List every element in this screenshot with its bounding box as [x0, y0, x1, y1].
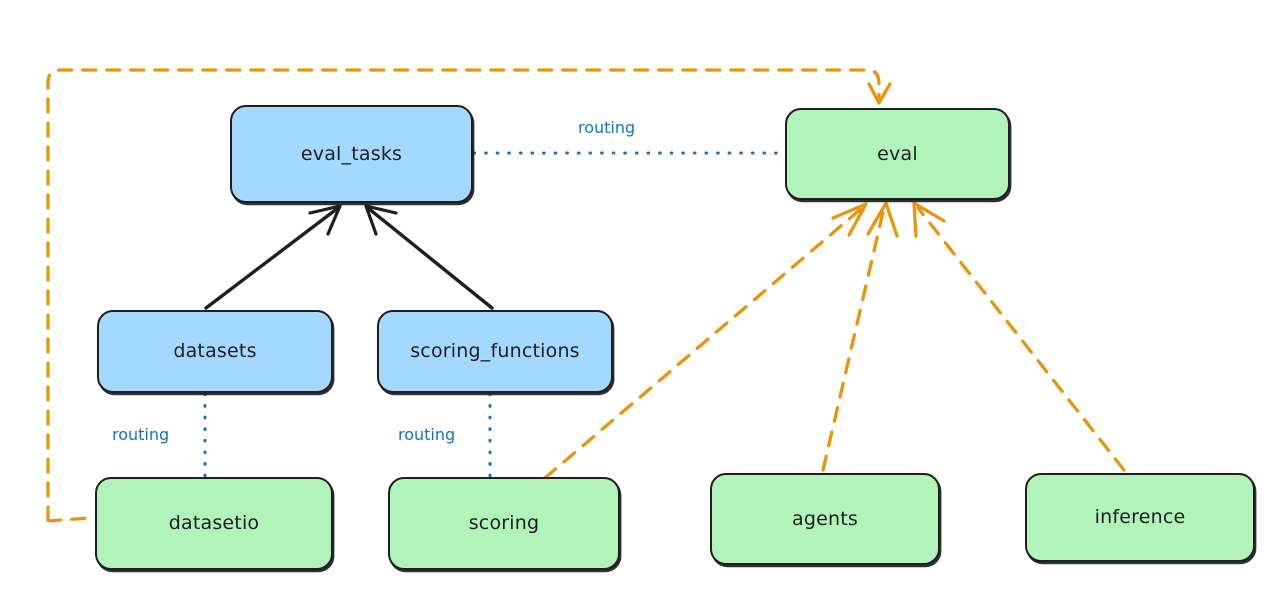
edge-label-routing-eval: routing [578, 118, 636, 137]
edge-scoring_functions-to-eval_tasks [364, 204, 494, 310]
edge-inference-to-eval [912, 201, 1126, 472]
node-inference[interactable]: inference [1025, 473, 1255, 562]
node-eval_tasks[interactable]: eval_tasks [230, 105, 473, 203]
node-scoring[interactable]: scoring [388, 477, 620, 570]
edge-datasets-to-eval_tasks [204, 204, 342, 310]
edge-label-routing-datasets: routing [112, 425, 170, 444]
node-datasets[interactable]: datasets [97, 310, 333, 393]
node-label-scoring_functions: scoring_functions [410, 340, 580, 363]
node-label-agents: agents [792, 507, 858, 530]
node-datasetio[interactable]: datasetio [95, 477, 333, 570]
edge-agents-to-eval [821, 201, 899, 472]
edge-label-routing-scoring: routing [398, 425, 456, 444]
node-label-scoring: scoring [468, 512, 540, 535]
node-agents[interactable]: agents [710, 473, 940, 565]
node-scoring_functions[interactable]: scoring_functions [377, 310, 613, 393]
node-eval[interactable]: eval [785, 108, 1010, 200]
node-label-datasetio: datasetio [168, 512, 260, 535]
node-label-eval: eval [877, 142, 918, 165]
node-label-inference: inference [1094, 506, 1186, 529]
node-label-eval_tasks: eval_tasks [300, 142, 403, 165]
node-label-datasets: datasets [173, 340, 257, 363]
